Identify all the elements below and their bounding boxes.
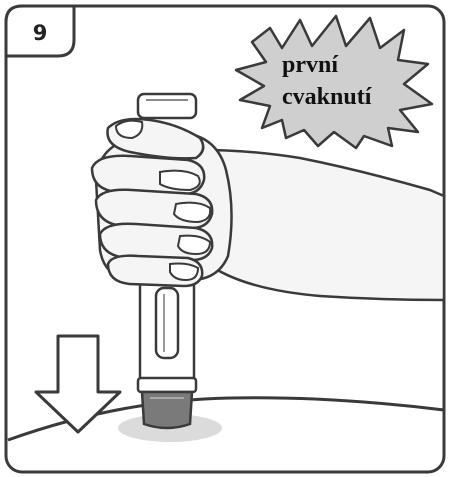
burst-text-line1: první [282,52,338,78]
fingernail-little [170,264,198,281]
pen-collar [138,378,196,392]
pen-window [156,288,178,358]
pen-top [138,94,196,118]
fingernail-index [160,171,200,190]
fingernail-ring [178,236,210,254]
burst-text-line2: cvaknutí [282,84,372,110]
fingernail-middle [174,203,210,222]
thumbnail [116,121,142,138]
step-number: 9 [33,21,48,45]
